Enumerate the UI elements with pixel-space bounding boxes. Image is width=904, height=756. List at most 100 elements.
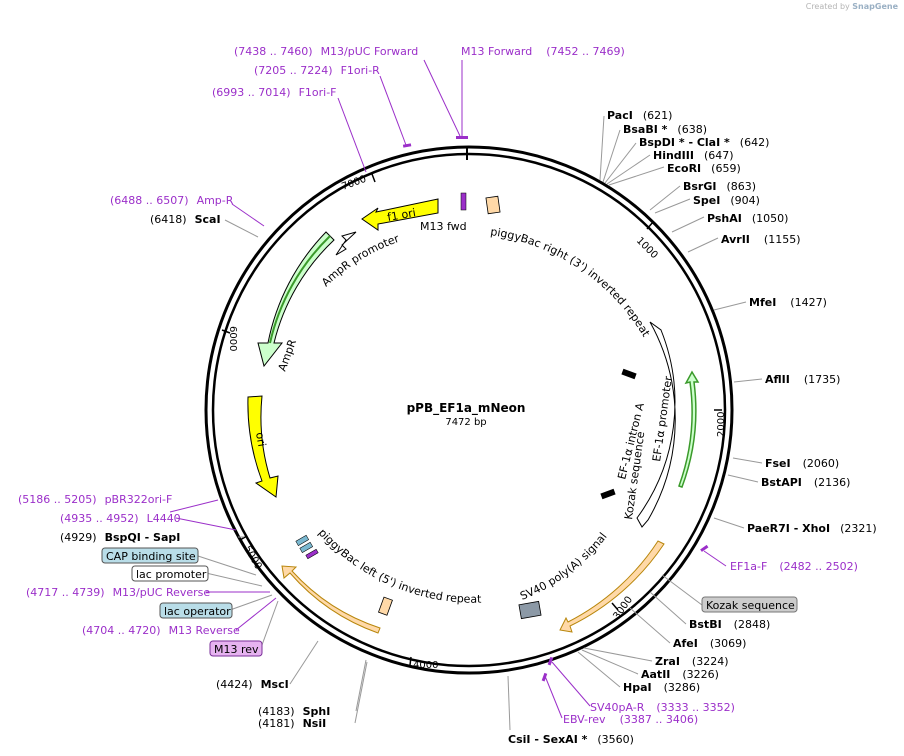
site-scai: (6418)ScaI [150, 213, 221, 226]
m13-fwd-label: M13 fwd [420, 220, 467, 233]
nsii-leader [354, 661, 368, 724]
credit-brand: SnapGene [852, 2, 898, 11]
cap-binding-box [101, 547, 199, 564]
site-hindiii: HindIII(647) [653, 149, 734, 162]
site-aflii: AflII(1735) [765, 373, 840, 386]
m13-rev-box [209, 640, 263, 657]
site-ecori: EcoRI(659) [667, 162, 741, 175]
primer-sv40pa-r: SV40pA-R(3333 .. 3352) [590, 701, 735, 714]
m13-fwd-site-marker [456, 136, 468, 139]
site-afei: AfeI(3069) [673, 637, 746, 650]
credit-prefix: Created by [805, 2, 850, 11]
scai-leader [224, 219, 259, 238]
m13-rev-primer-leader [235, 597, 277, 631]
lac-operator-box [159, 602, 233, 619]
sv40-label: SV40 poly(A) signal [518, 530, 609, 603]
plasmid-name: pPB_EF1a_mNeon [407, 401, 526, 416]
sv40pa-r-site-marker [547, 656, 554, 666]
pbr322ori-f-leader [169, 499, 219, 513]
ef1a-promoter-label: EF-1α promoter [650, 375, 675, 462]
ef1a-f-leader [703, 550, 727, 567]
lac-cluster [295, 534, 319, 560]
m13-rev-label: M13 rev [214, 643, 259, 656]
f1-ori-label: f1 ori [386, 206, 417, 224]
primer-amp-r: (6488 .. 6507)Amp-R [110, 194, 234, 207]
ebv-rev-site-marker [541, 672, 548, 682]
kozak-outer-leader [661, 574, 703, 606]
piggybac-left-arrow [281, 565, 381, 634]
tick-label-4000: 4000 [413, 660, 438, 671]
m13-fwd-marker [460, 192, 467, 211]
sv40pa-r-leader [551, 661, 591, 707]
ampr-arrow [257, 231, 335, 368]
ori-label: ori [253, 431, 268, 447]
scale-ticks [221, 173, 722, 666]
kozak-outer-label: Kozak sequence [706, 599, 795, 612]
m13-rev-leader [261, 600, 279, 646]
piggybac-left-label: piggyBac left (5') inverted repeat [316, 526, 482, 606]
piggybac-left-marker [377, 596, 393, 616]
piggybac-right-marker [485, 195, 501, 215]
m13-puc-fwd-leader [423, 59, 461, 137]
ampr-highlight [269, 235, 331, 344]
kozak-outer-box [701, 596, 798, 613]
primer-m13-puc-forward: (7438 .. 7460)M13/pUC Forward [234, 45, 418, 58]
site-mfei: MfeI(1427) [749, 296, 827, 309]
site-bsabi: BsaBI *(638) [623, 123, 707, 136]
lac-operator-leader [229, 594, 273, 611]
site-msci: (4424)MscI [216, 678, 289, 691]
msci-leader [289, 640, 319, 685]
f1-ori-arrow [361, 198, 439, 231]
lac-promoter-leader [205, 572, 263, 587]
lac-promoter-label: lac promoter [136, 568, 207, 581]
site-bstbi: BstBI(2848) [689, 618, 770, 631]
l4440-leader [175, 517, 237, 531]
plasmid-length: 7472 bp [445, 417, 486, 428]
site-hpai: HpaI(3286) [623, 681, 700, 694]
site-bspdi-clai: BspDI * - ClaI *(642) [639, 136, 769, 149]
ef1a-f-site-marker [700, 544, 709, 552]
site-bsrgi: BsrGI(863) [683, 180, 756, 193]
backbone-outer-ring [204, 145, 734, 675]
site-nsii: (4181)NsiI [258, 717, 326, 730]
ef1a-promoter-outline [636, 321, 676, 528]
primer-f1ori-f: (6993 .. 7014)F1ori-F [212, 86, 337, 99]
tick-label-6000: 6000 [227, 326, 238, 351]
primer-pbr322ori-f: (5186 .. 5205)pBR322ori-F [18, 493, 172, 506]
site-spei: SpeI(904) [693, 194, 760, 207]
sv40-arrow [559, 540, 665, 633]
f1ori-r-leader [379, 75, 407, 146]
f1ori-f-leader [337, 97, 367, 173]
snapgene-credit: Created by SnapGene [806, 2, 898, 11]
tick-label-1000: 1000 [634, 235, 660, 261]
primer-f1ori-r: (7205 .. 7224)F1ori-R [254, 64, 380, 77]
site-sphi: (4183)SphI [258, 705, 330, 718]
site-bspqi-sapi: (4929)BspQI - SapI [60, 531, 180, 544]
site-bstapi: BstAPI(2136) [761, 476, 850, 489]
site-zrai: ZraI(3224) [655, 655, 729, 668]
backbone-inner-ring [211, 152, 727, 668]
sphi-leader [355, 659, 367, 712]
amp-r-leader [231, 203, 265, 227]
site-avrii: AvrII(1155) [721, 233, 800, 246]
ebv-rev-leader [544, 675, 563, 719]
f1ori-r-site-marker [402, 143, 412, 148]
ef1a-intron-start [621, 368, 637, 380]
cap-binding-label: CAP binding site [106, 550, 196, 563]
right-cut-leaders [507, 115, 763, 731]
primer-m13-reverse: (4704 .. 4720)M13 Reverse [82, 624, 240, 637]
ori-arrow [247, 395, 279, 498]
sv40-marker [518, 600, 542, 620]
ef1a-promoter-arrow [678, 370, 700, 488]
site-aatii: AatII(3226) [641, 668, 719, 681]
cap-leader [197, 555, 257, 576]
site-paci: PacI(621) [607, 109, 672, 122]
primer-m13-forward: M13 Forward(7452 .. 7469) [461, 45, 625, 58]
primer-l4440: (4935 .. 4952)L4440 [60, 512, 181, 525]
tick-label-2000: 2000 [716, 412, 727, 437]
site-pshai: PshAI(1050) [707, 212, 788, 225]
ef1a-intron-end [600, 488, 616, 500]
primer-ef1a-f: EF1a-F(2482 .. 2502) [730, 560, 858, 573]
tick-label-7000: 7000 [340, 174, 368, 193]
